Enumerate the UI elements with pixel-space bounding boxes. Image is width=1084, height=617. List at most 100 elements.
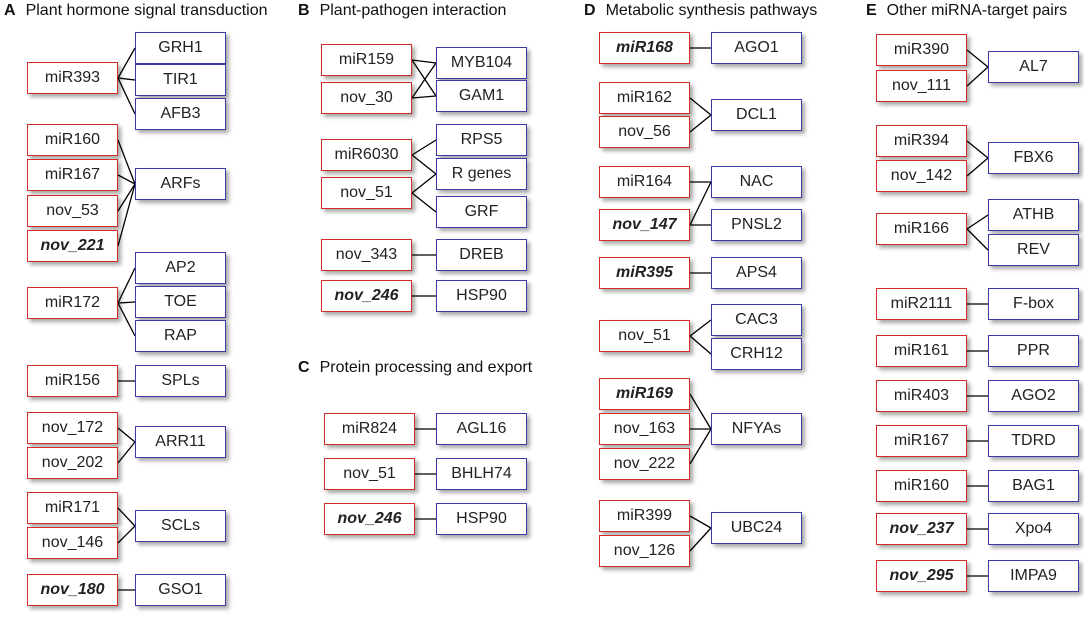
target-node: GAM1: [436, 80, 527, 112]
target-node: AGL16: [436, 413, 527, 445]
target-node: Xpo4: [988, 513, 1079, 545]
mirna-node: nov_111: [876, 70, 967, 102]
interaction-edge: [411, 173, 437, 194]
mirna-node: miR6030: [321, 139, 412, 171]
target-node: GRH1: [135, 32, 226, 64]
panel-d-heading: Metabolic synthesis pathways: [605, 2, 818, 19]
target-node: RAP: [135, 320, 226, 352]
mirna-node: nov_56: [599, 116, 690, 148]
mirna-node: miR160: [876, 470, 967, 502]
mirna-node: miR171: [27, 492, 118, 524]
interaction-edge: [689, 97, 712, 116]
target-node: ATHB: [988, 199, 1079, 231]
mirna-node: nov_172: [27, 412, 118, 444]
target-node: SPLs: [135, 365, 226, 397]
mirna-node: nov_163: [599, 413, 690, 445]
interaction-edge: [411, 139, 437, 156]
interaction-edge: [117, 507, 136, 527]
mirna-node: nov_202: [27, 447, 118, 479]
target-node: HSP90: [436, 280, 527, 312]
mirna-node: miR2111: [876, 288, 967, 320]
interaction-edge: [966, 214, 989, 230]
target-node: BHLH74: [436, 458, 527, 490]
mirna-node: miR160: [27, 124, 118, 156]
target-node: AFB3: [135, 98, 226, 130]
mirna-node: nov_30: [321, 82, 412, 114]
panel-a-heading: Plant hormone signal transduction: [25, 2, 268, 19]
mirna-node: miR167: [876, 425, 967, 457]
interaction-edge: [411, 62, 437, 99]
mirna-node: nov_51: [324, 458, 415, 490]
target-node: TIR1: [135, 64, 226, 96]
mirna-node: nov_295: [876, 560, 967, 592]
target-node: HSP90: [436, 503, 527, 535]
target-node: DCL1: [711, 99, 802, 131]
interaction-edge: [689, 527, 712, 552]
target-node: NAC: [711, 166, 802, 198]
interaction-edge: [689, 428, 712, 465]
target-node: GSO1: [135, 574, 226, 606]
target-node: TOE: [135, 286, 226, 318]
interaction-edge: [117, 301, 136, 304]
mirna-node: nov_51: [321, 177, 412, 209]
interaction-edge: [689, 515, 712, 529]
target-node: CRH12: [711, 338, 802, 370]
mirna-node: miR390: [876, 34, 967, 66]
interaction-edge: [117, 174, 136, 185]
target-node: TDRD: [988, 425, 1079, 457]
mirna-node: miR393: [27, 62, 118, 94]
mirna-node: nov_146: [27, 527, 118, 559]
mirna-node: miR167: [27, 159, 118, 191]
interaction-edge: [689, 181, 712, 226]
interaction-edge: [411, 59, 437, 97]
target-node: SCLs: [135, 510, 226, 542]
mirna-node: nov_180: [27, 574, 118, 606]
mirna-node: miR395: [599, 257, 690, 289]
interaction-edge: [966, 49, 989, 68]
target-node: BAG1: [988, 470, 1079, 502]
interaction-edge: [689, 393, 712, 430]
mirna-node: nov_237: [876, 513, 967, 545]
interaction-edge: [966, 157, 989, 177]
mirna-node: miR394: [876, 125, 967, 157]
mirna-node: miR824: [324, 413, 415, 445]
panel-c-letter: C: [298, 359, 310, 376]
target-node: APS4: [711, 257, 802, 289]
mirna-node: miR172: [27, 287, 118, 319]
interaction-edge: [117, 77, 136, 81]
mirna-node: miR164: [599, 166, 690, 198]
interaction-edge: [117, 427, 136, 443]
target-node: AP2: [135, 252, 226, 284]
target-node: PNSL2: [711, 209, 802, 241]
target-node: UBC24: [711, 512, 802, 544]
panel-c-title: C Protein processing and export: [298, 359, 532, 377]
panel-e-heading: Other miRNA-target pairs: [886, 2, 1068, 19]
interaction-edge: [966, 140, 989, 159]
interaction-edge: [117, 525, 136, 544]
mirna-node: miR162: [599, 82, 690, 114]
mirna-node: nov_126: [599, 535, 690, 567]
panel-b-letter: B: [298, 2, 310, 19]
target-node: R genes: [436, 158, 527, 190]
target-node: DREB: [436, 239, 527, 271]
panel-c-heading: Protein processing and export: [319, 359, 533, 376]
mirna-node: nov_147: [599, 209, 690, 241]
target-node: IMPA9: [988, 560, 1079, 592]
target-node: AGO2: [988, 380, 1079, 412]
interaction-edge: [117, 139, 136, 185]
target-node: PPR: [988, 335, 1079, 367]
interaction-edge: [117, 183, 136, 212]
mirna-node: nov_142: [876, 160, 967, 192]
target-node: AGO1: [711, 32, 802, 64]
interaction-edge: [411, 95, 437, 99]
mirna-node: nov_343: [321, 239, 412, 271]
mirna-node: miR168: [599, 32, 690, 64]
panel-d-title: D Metabolic synthesis pathways: [584, 2, 817, 20]
target-node: RPS5: [436, 124, 527, 156]
panel-d-letter: D: [584, 2, 596, 19]
